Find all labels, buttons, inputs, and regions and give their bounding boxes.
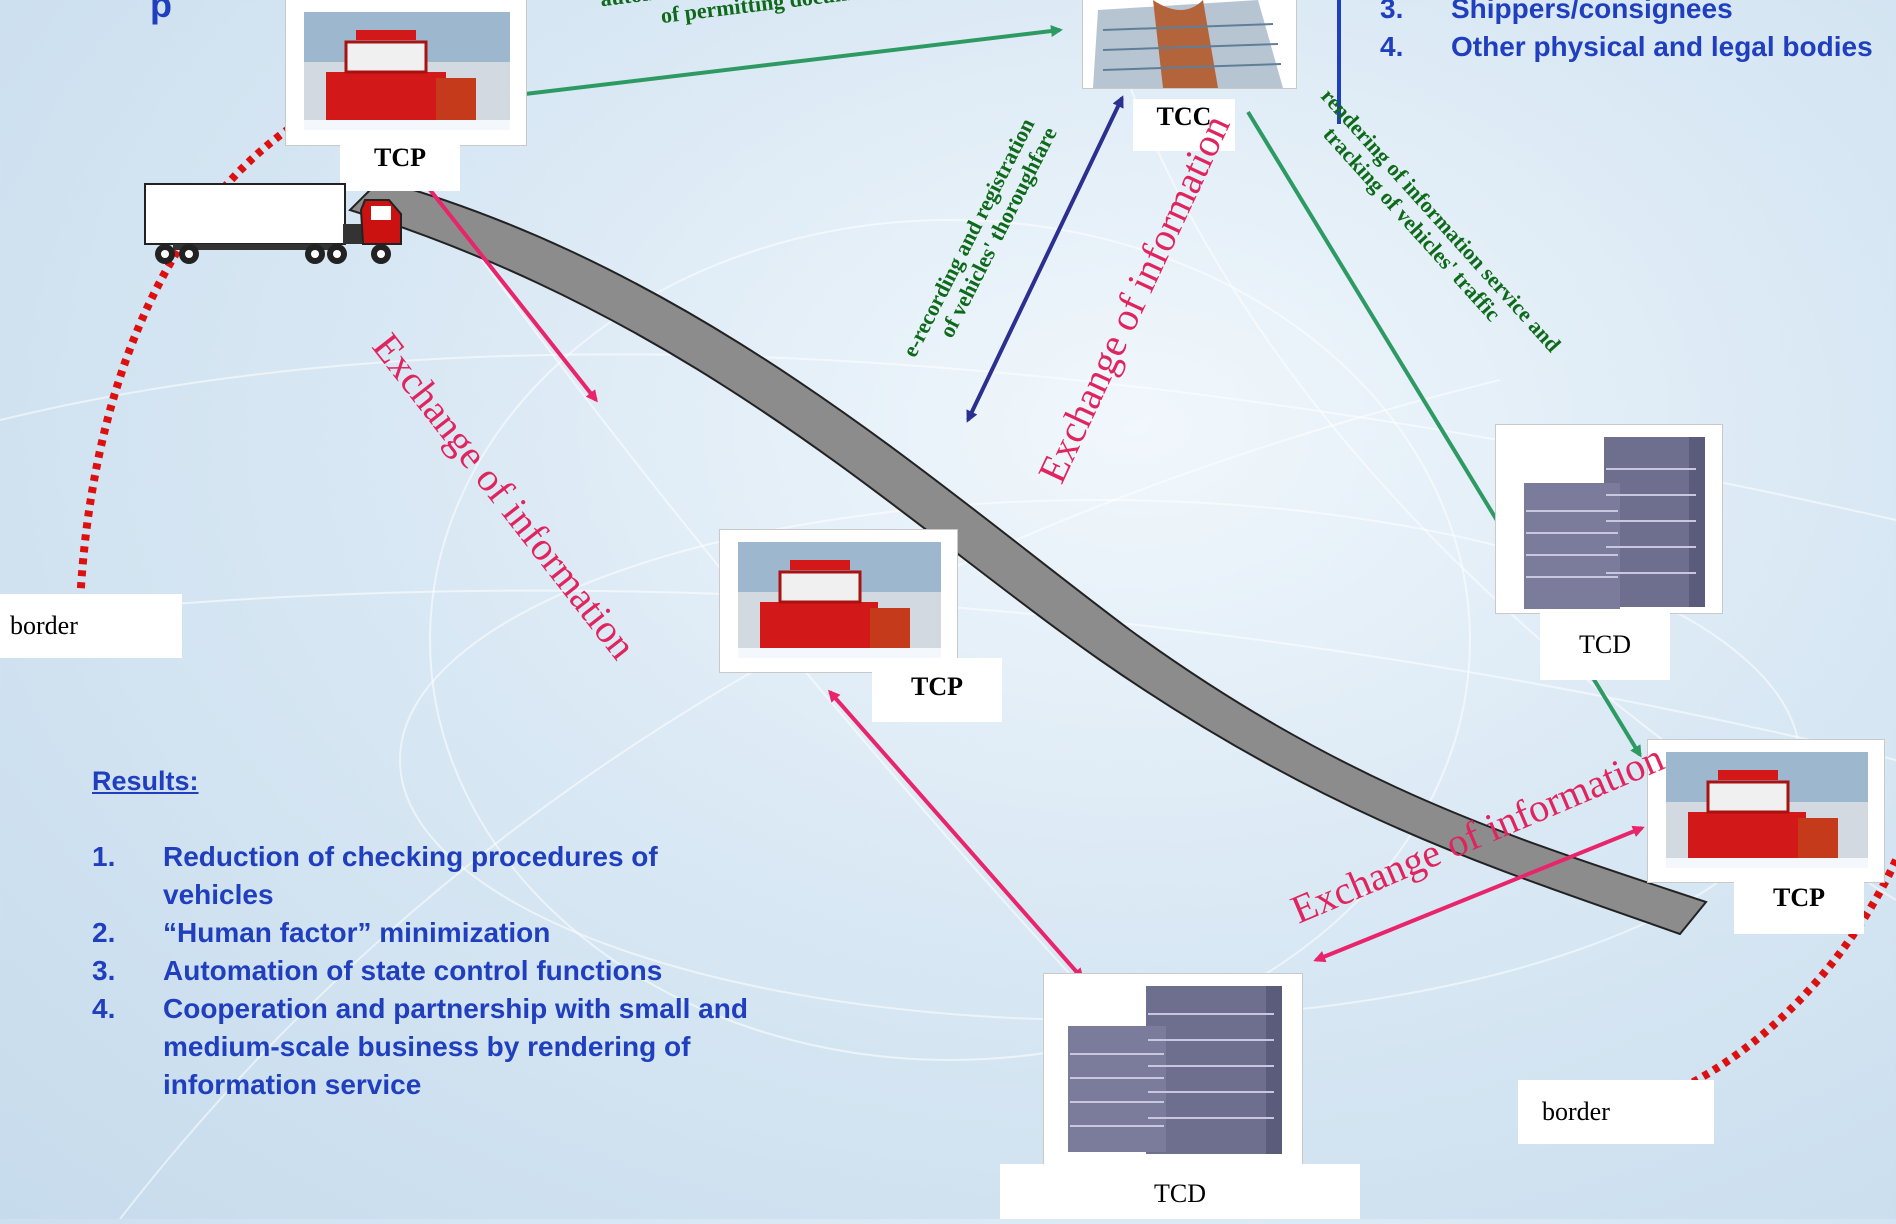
arrow-tcp-to-tcc bbox=[524, 25, 1063, 96]
participants-list: 3. Shippers/consignees 4. Other physical… bbox=[1380, 0, 1880, 66]
tower-building-icon bbox=[1083, 0, 1296, 88]
results-item: 2. “Human factor” minimization bbox=[92, 914, 852, 952]
checkpoint-icon bbox=[304, 12, 510, 130]
tcp-mid-label: TCP bbox=[872, 658, 1002, 722]
results-item-num: 2. bbox=[92, 917, 116, 948]
results-item-text: “Human factor” minimization bbox=[163, 917, 551, 948]
checkpoint-icon bbox=[1666, 752, 1868, 868]
office-building-icon bbox=[1496, 425, 1722, 613]
title-fragment: p bbox=[150, 0, 172, 25]
arrow-tcp-top-road bbox=[406, 159, 598, 403]
tcc-label: TCC bbox=[1133, 99, 1235, 151]
border-left-label: border bbox=[0, 594, 182, 658]
tcp-right-image bbox=[1648, 740, 1884, 882]
results-item-num: 4. bbox=[92, 993, 116, 1024]
list-divider bbox=[1337, 0, 1341, 124]
results-list: 1. Reduction of checking procedures of v… bbox=[92, 838, 852, 1104]
arrow-tcd-tcp-right bbox=[1313, 825, 1645, 963]
tcd-right-image bbox=[1496, 425, 1722, 613]
results-title: Results: bbox=[92, 766, 199, 796]
arrow-tcc-road bbox=[966, 95, 1124, 423]
tcp-top-label: TCP bbox=[340, 143, 460, 191]
results-item-text: Reduction of checking procedures of vehi… bbox=[163, 841, 658, 910]
results-item-num: 1. bbox=[92, 841, 116, 872]
participants-item-text: Shippers/consignees bbox=[1451, 0, 1733, 24]
participants-item-num: 3. bbox=[1380, 0, 1404, 24]
results-item-text: Automation of state control functions bbox=[163, 955, 663, 986]
participants-item-text: Other physical and legal bodies bbox=[1451, 31, 1873, 62]
participants-item: 3. Shippers/consignees bbox=[1380, 0, 1880, 28]
results-item: 4. Cooperation and partnership with smal… bbox=[92, 990, 852, 1104]
tcd-right-label: TCD bbox=[1540, 612, 1670, 680]
participants-item: 4. Other physical and legal bodies bbox=[1380, 28, 1880, 66]
tcp-top-image bbox=[286, 0, 526, 145]
office-building-icon bbox=[1044, 974, 1302, 1164]
results-item: 3. Automation of state control functions bbox=[92, 952, 852, 990]
participants-item-num: 4. bbox=[1380, 31, 1404, 62]
tcd-bottom-label: TCD bbox=[1000, 1164, 1360, 1219]
tcp-right-label: TCP bbox=[1734, 872, 1864, 934]
checkpoint-icon bbox=[738, 542, 941, 658]
results-item-num: 3. bbox=[92, 955, 116, 986]
results-item: 1. Reduction of checking procedures of v… bbox=[92, 838, 852, 914]
border-right-label: border bbox=[1518, 1080, 1714, 1144]
tcp-mid-image bbox=[720, 530, 957, 672]
results-item-text: Cooperation and partnership with small a… bbox=[163, 993, 748, 1100]
tcd-bottom-image bbox=[1044, 974, 1302, 1164]
arrow-tcp-mid-tcd bbox=[828, 689, 1084, 981]
tcc-image bbox=[1083, 0, 1296, 88]
truck-icon bbox=[144, 183, 402, 264]
